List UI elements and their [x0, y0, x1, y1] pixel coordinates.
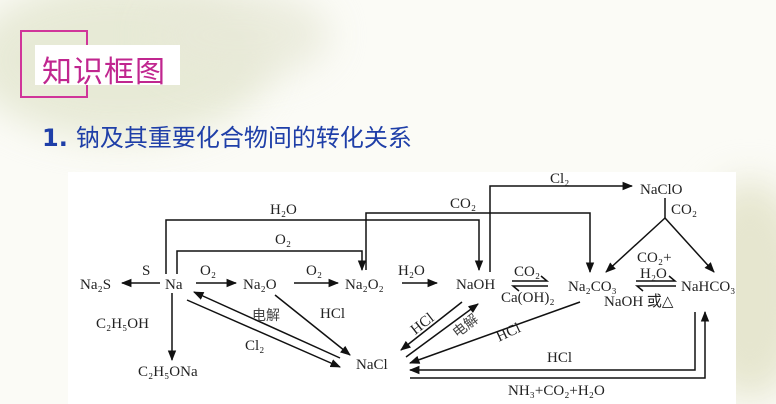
node-na2s: Na₂S [80, 277, 111, 293]
arrow-na2co3-to-nacl [409, 301, 581, 364]
section-label: 知识框图 [42, 55, 166, 90]
label-naoh-or-heat: NaOH 或△ [604, 293, 674, 310]
arrow-nahco3-to-nacl-hcl [408, 312, 696, 375]
node-na2co3: Na₂CO₃ [568, 279, 617, 295]
label-c2h5oh: C₂H₅OH [96, 316, 149, 332]
arrow-naclo-to-na2co3 [605, 217, 666, 273]
label-o2: O₂ [200, 263, 216, 279]
label-hcl: HCl [320, 306, 345, 322]
title-number: 1. [42, 124, 68, 152]
arrow-nacl-to-na [193, 291, 341, 359]
background-decoration [150, 0, 330, 80]
arrow-na2o2-to-na2co3-co2 [365, 212, 595, 274]
node-na2o2: Na₂O₂ [345, 277, 384, 293]
node-naclo: NaClO [640, 182, 683, 198]
label-electrolysis: 电解 [450, 311, 482, 341]
arrow-na-to-na2o2-o2 [176, 250, 367, 274]
label-s: S [142, 263, 150, 279]
arrow-na2o-to-nacl [274, 294, 351, 356]
label-caoh2: Ca(OH)₂ [501, 290, 555, 306]
node-na: Na [165, 277, 183, 293]
label-co2-plus: CO₂+ [637, 250, 672, 266]
label-o2: O₂ [306, 263, 322, 279]
page-title: 1.钠及其重要化合物间的转化关系 [42, 118, 412, 153]
eq-naoh-to-na2co3 [512, 275, 550, 282]
arrow-naoh-to-nacl [400, 301, 463, 351]
arrow-na-to-naoh-h2o [165, 219, 484, 274]
label-electrolysis: 电解 [252, 308, 280, 324]
node-na2o: Na₂O [243, 277, 277, 293]
node-nahco3: NaHCO₃ [681, 279, 735, 295]
label-h2o: H₂O [640, 266, 667, 282]
label-co2: CO₂ [671, 202, 697, 218]
arrow-nacl-to-naoh [405, 303, 479, 358]
label-h2o: H₂O [270, 202, 297, 218]
label-o2: O₂ [275, 232, 291, 248]
arrow-naclo-to-nahco3 [664, 217, 715, 273]
node-nacl: NaCl [356, 357, 388, 373]
label-hcl: HCl [408, 310, 438, 338]
eq-na2co3-to-nahco3 [636, 275, 678, 282]
arrow-nacl-to-nahco3-nh3 [410, 310, 710, 379]
arrow-naoh-to-naclo-cl2 [489, 181, 634, 272]
section-label-box [35, 45, 180, 85]
diagram-panel [68, 172, 736, 404]
arrows [120, 181, 715, 379]
label-h2o: H₂O [398, 263, 425, 279]
node-c2h5ona: C₂H₅ONa [138, 364, 198, 380]
title-text: 钠及其重要化合物间的转化关系 [75, 124, 412, 152]
arrow-na-to-nacl [186, 299, 341, 368]
label-cl2: Cl₂ [550, 171, 569, 187]
eq-na2co3-to-naoh [510, 285, 548, 292]
label-hcl: HCl [547, 350, 572, 366]
label-nh3-co2-h2o: NH₃+CO₂+H₂O [508, 383, 605, 399]
label-cl2: Cl₂ [245, 338, 264, 354]
label-co2: CO₂ [514, 264, 540, 280]
eq-nahco3-to-na2co3 [634, 285, 676, 292]
label-co2: CO₂ [450, 196, 476, 212]
node-naoh: NaOH [456, 277, 495, 293]
